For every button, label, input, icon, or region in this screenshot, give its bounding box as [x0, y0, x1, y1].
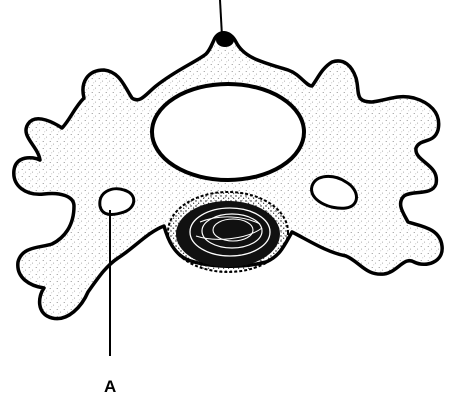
label-a: A — [104, 377, 116, 396]
spinous-tip — [216, 33, 234, 47]
vertebral-foramen — [152, 84, 304, 180]
top-pointer-line — [220, 0, 222, 36]
left-transverse-foramen — [100, 189, 134, 215]
vertebral-body — [168, 192, 288, 272]
